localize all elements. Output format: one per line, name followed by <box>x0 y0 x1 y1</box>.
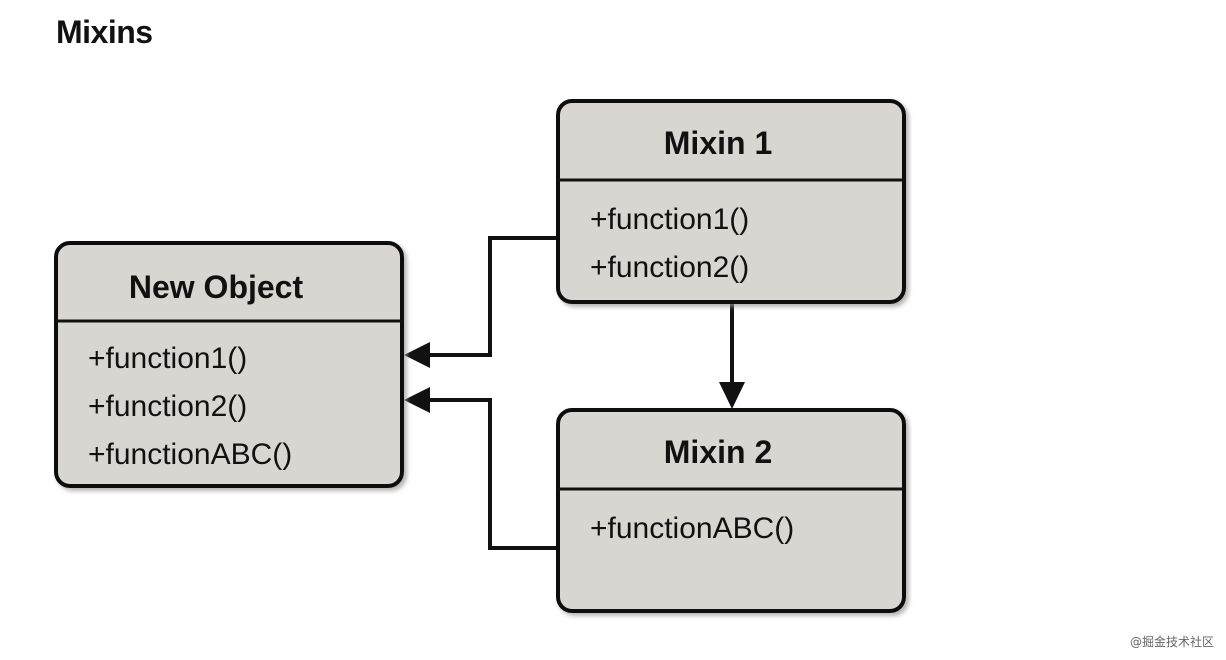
box-mixin1-frame <box>556 99 906 304</box>
connector-mixin1-to-new-object <box>426 236 558 357</box>
connectors <box>426 236 734 550</box>
box-new-object: New Object +function1() +function2() +fu… <box>54 241 404 488</box>
connector-mixin2-to-new-object <box>426 398 558 550</box>
box-mixin1: Mixin 1 +function1() +function2() <box>556 99 906 304</box>
box-new-object-frame <box>54 241 404 488</box>
box-mixin1-title: Mixin 1 <box>664 125 772 161</box>
watermark: @掘金技术社区 <box>1129 635 1214 649</box>
box-new-object-method-3: +functionABC() <box>88 438 292 471</box>
box-mixin2-method-1: +functionABC() <box>590 512 794 545</box>
box-mixin2-frame <box>556 408 906 613</box>
box-mixin2-title: Mixin 2 <box>664 434 772 470</box>
arrowhead-new-object-bottom <box>404 387 430 413</box>
box-mixin1-method-1: +function1() <box>590 203 749 236</box>
box-mixin2: Mixin 2 +functionABC() <box>556 408 906 613</box>
box-mixin1-method-2: +function2() <box>590 251 749 284</box>
arrowheads <box>404 342 745 413</box>
box-new-object-method-1: +function1() <box>88 342 247 375</box>
diagram-title: Mixins <box>56 14 153 50</box>
box-new-object-title: New Object <box>129 269 304 305</box>
arrowhead-mixin2 <box>719 382 745 409</box>
arrowhead-new-object-top <box>404 342 430 368</box>
box-new-object-method-2: +function2() <box>88 390 247 423</box>
